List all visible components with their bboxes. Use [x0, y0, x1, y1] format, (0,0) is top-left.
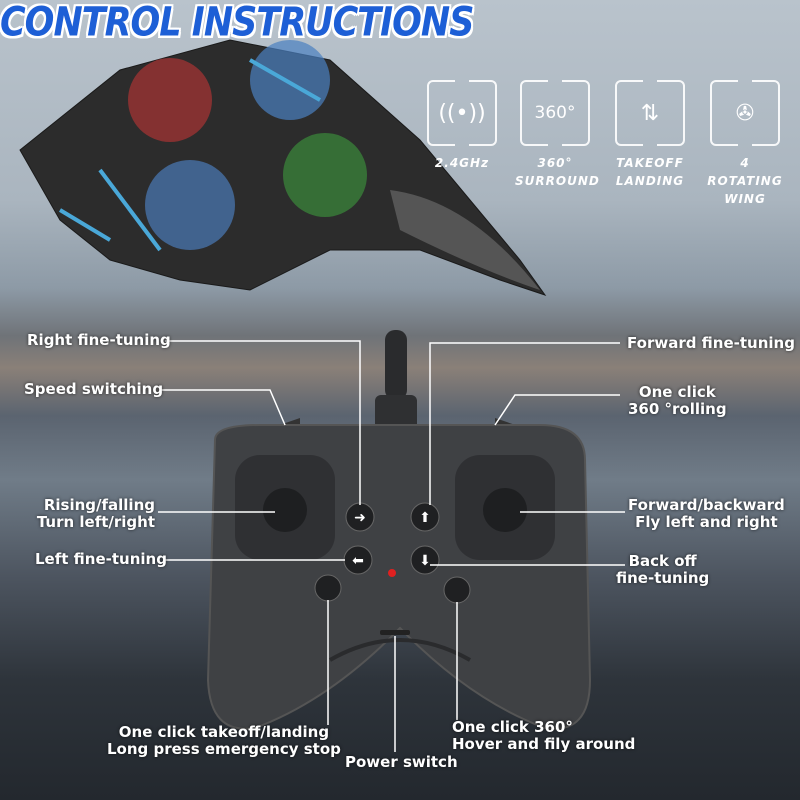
feature-360-surround: 360°360° SURROUND — [515, 80, 599, 190]
forward-trim-button[interactable] — [410, 502, 440, 532]
label-hover-360: One click 360°Hover and fily around — [452, 718, 636, 753]
arrow-right-icon: ➜ — [354, 510, 366, 526]
feature-takeoff-landing: ⇅TAKEOFF LANDING — [610, 80, 690, 190]
right-joystick[interactable] — [483, 488, 527, 532]
feature-2-4ghz: ((•))2.4GHz — [422, 80, 502, 172]
power-led — [388, 569, 396, 577]
hover-360-button[interactable] — [443, 576, 471, 604]
label-speed-switching: Speed switching — [24, 380, 164, 398]
label-power-switch: Power switch — [345, 753, 458, 771]
label-left-fine-tuning: Left fine-tuning — [35, 550, 167, 568]
power-switch[interactable] — [380, 630, 410, 635]
feature-rotating-wing: ✇4 ROTATING WING — [705, 80, 785, 208]
label-right-fine-tuning: Right fine-tuning — [27, 331, 171, 349]
left-joystick[interactable] — [263, 488, 307, 532]
arrow-up-icon: ⬆ — [419, 510, 431, 526]
page-title: CONTROL INSTRUCTIONS — [0, 0, 474, 46]
backward-trim-button[interactable] — [410, 545, 440, 575]
takeoff-landing-button[interactable] — [314, 574, 342, 602]
arrow-left-icon: ⬅ — [352, 553, 364, 569]
label-forward-fine-tuning: Forward fine-tuning — [627, 334, 795, 352]
arrow-down-icon: ⬇ — [419, 553, 431, 569]
